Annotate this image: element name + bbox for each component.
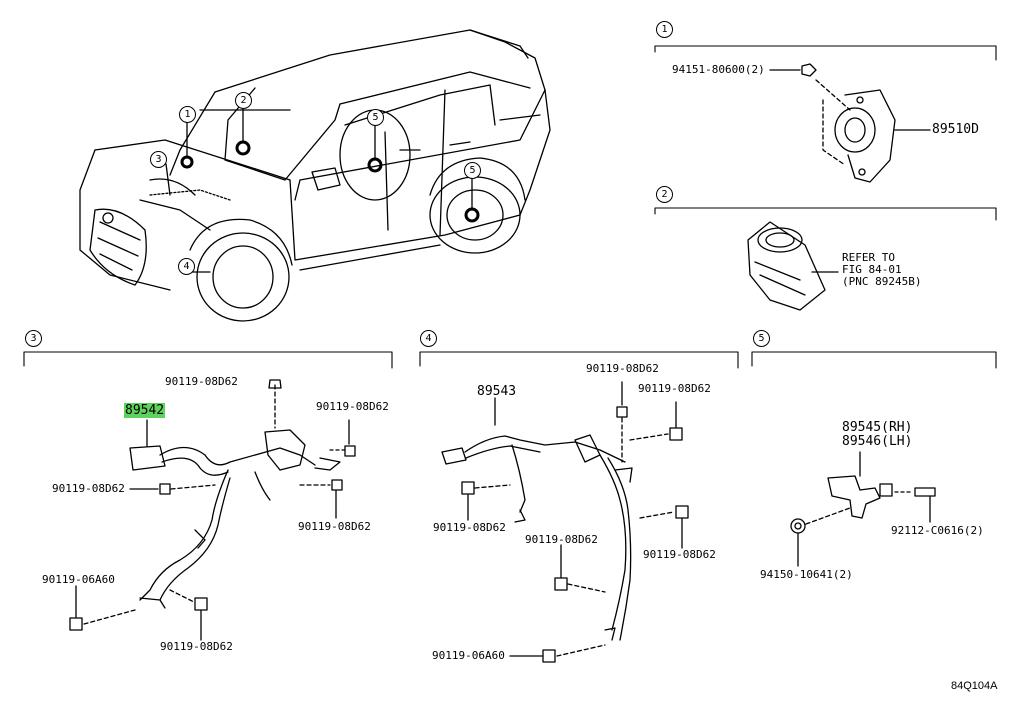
part-label-94151-80600[interactable]: 94151-80600(2) — [672, 63, 765, 76]
part-label-90119-08d62-s4-mid[interactable]: 90119-08D62 — [525, 533, 598, 546]
part-label-90119-08d62-s4-top[interactable]: 90119-08D62 — [586, 362, 659, 375]
part-label-92112-c0616[interactable]: 92112-C0616(2) — [891, 524, 984, 537]
car-callout-5b: 5 — [464, 162, 481, 179]
part-label-89543[interactable]: 89543 — [477, 384, 517, 399]
car-callout-2: 2 — [235, 92, 252, 109]
vehicle-drawing — [79, 29, 551, 322]
section-5-badge: 5 — [753, 330, 770, 347]
part-label-94150-10641[interactable]: 94150-10641(2) — [760, 568, 853, 581]
part-label-90119-06a60-s4[interactable]: 90119-06A60 — [432, 649, 505, 662]
part-label-90119-08d62-left[interactable]: 90119-08D62 — [52, 482, 125, 495]
highlighted-part-number: 89542 — [124, 403, 166, 418]
section5-drawing — [790, 451, 936, 567]
section-2-badge: 2 — [656, 186, 673, 203]
section2-drawing — [747, 221, 839, 311]
car-callout-1: 1 — [179, 106, 196, 123]
section1-drawing — [769, 63, 931, 183]
car-callout-4: 4 — [178, 258, 195, 275]
part-label-89542[interactable]: 89542 — [124, 403, 166, 418]
part-label-90119-08d62-top[interactable]: 90119-08D62 — [165, 375, 238, 388]
part-label-90119-08d62-s4-left[interactable]: 90119-08D62 — [433, 521, 506, 534]
section-brackets — [23, 45, 997, 369]
part-label-90119-08d62-s4-right[interactable]: 90119-08D62 — [638, 382, 711, 395]
section-4-badge: 4 — [420, 330, 437, 347]
part-label-90119-08d62-bottom[interactable]: 90119-08D62 — [160, 640, 233, 653]
part-label-90119-06a60[interactable]: 90119-06A60 — [42, 573, 115, 586]
section3-drawing — [69, 379, 356, 641]
section4-drawing — [441, 381, 689, 663]
car-callout-5a: 5 — [367, 109, 384, 126]
part-label-90119-08d62-s4-lower[interactable]: 90119-08D62 — [643, 548, 716, 561]
part-label-90119-08d62-right[interactable]: 90119-08D62 — [316, 400, 389, 413]
car-callouts — [165, 107, 480, 273]
part-label-90119-08d62-mid[interactable]: 90119-08D62 — [298, 520, 371, 533]
car-callout-3: 3 — [150, 151, 167, 168]
part-label-89545-89546[interactable]: 89545(RH) 89546(LH) — [842, 420, 913, 449]
refer-to-figure-note[interactable]: REFER TO FIG 84-01 (PNC 89245B) — [842, 251, 922, 288]
section-1-badge: 1 — [656, 21, 673, 38]
figure-id: 84Q104A — [951, 680, 998, 692]
part-label-89510d[interactable]: 89510D — [932, 122, 979, 137]
section-3-badge: 3 — [25, 330, 42, 347]
